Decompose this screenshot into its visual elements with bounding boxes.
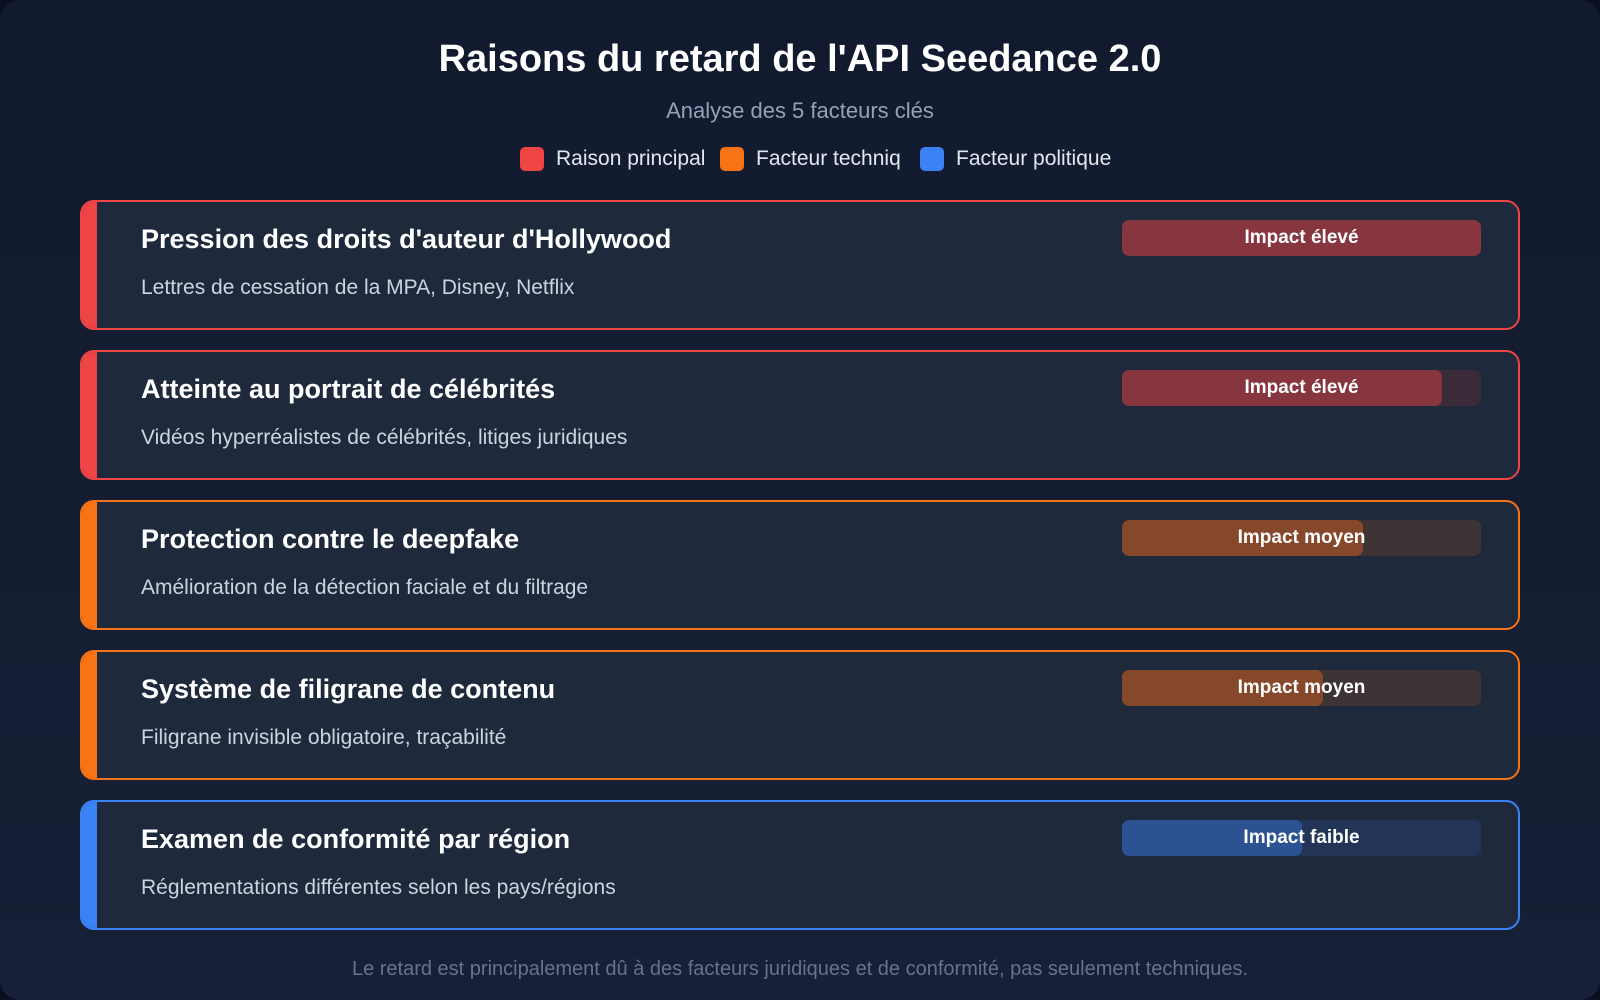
impact-bar-fill (1122, 670, 1324, 706)
impact-bar: Impact moyen (1122, 520, 1481, 556)
category-stripe (82, 202, 97, 328)
page-title: Raisons du retard de l'API Seedance 2.0 (438, 38, 1162, 80)
reason-title: Atteinte au portrait de célébrités (141, 374, 556, 404)
legend-label: Raison principal (556, 147, 706, 170)
reason-description: Réglementations différentes selon les pa… (141, 876, 616, 899)
reason-description: Filigrane invisible obligatoire, traçabi… (141, 726, 507, 749)
reason-title: Système de filigrane de contenu (141, 674, 556, 704)
impact-label: Impact faible (1243, 827, 1360, 848)
reason-card: Atteinte au portrait de célébrités Vidéo… (80, 350, 1520, 480)
reason-card: Protection contre le deepfake Améliorati… (80, 500, 1520, 630)
impact-bar: Impact élevé (1122, 370, 1481, 406)
impact-label: Impact élevé (1244, 377, 1359, 398)
legend-label: Facteur techniq (756, 147, 901, 170)
reason-description: Vidéos hyperréalistes de célébrités, lit… (141, 426, 628, 449)
impact-bar-fill (1122, 520, 1363, 556)
reason-title: Examen de conformité par région (141, 824, 571, 854)
impact-bar-fill (1122, 370, 1442, 406)
reason-description: Lettres de cessation de la MPA, Disney, … (141, 276, 575, 299)
reason-title: Protection contre le deepfake (141, 524, 520, 554)
legend-label: Facteur politique (956, 147, 1112, 170)
category-stripe (82, 352, 97, 478)
footer-note: Le retard est principalement dû à des fa… (351, 958, 1249, 980)
impact-bar: Impact élevé (1122, 220, 1481, 256)
legend-swatch-icon (720, 147, 744, 171)
category-stripe (82, 802, 97, 928)
impact-bar-fill (1122, 220, 1481, 256)
category-stripe (82, 502, 97, 628)
reason-card: Système de filigrane de contenu Filigran… (80, 650, 1520, 780)
legend-item-main-reason: Raison principal (520, 144, 720, 174)
impact-label: Impact moyen (1237, 527, 1366, 548)
impact-bar: Impact faible (1122, 820, 1481, 856)
impact-bar-fill (1122, 820, 1302, 856)
impact-bar: Impact moyen (1122, 670, 1481, 706)
impact-label: Impact moyen (1237, 677, 1366, 698)
reason-title: Pression des droits d'auteur d'Hollywood (141, 224, 672, 254)
category-stripe (82, 652, 97, 778)
reason-card: Pression des droits d'auteur d'Hollywood… (80, 200, 1520, 330)
legend-swatch-icon (920, 147, 944, 171)
legend-item-political: Facteur politique (920, 144, 1180, 174)
reason-description: Amélioration de la détection faciale et … (141, 576, 589, 599)
page-subtitle: Analyse des 5 facteurs clés (666, 98, 934, 123)
legend-item-technical: Facteur techniq (720, 144, 920, 174)
reason-card: Examen de conformité par région Réglemen… (80, 800, 1520, 930)
legend-swatch-icon (520, 147, 544, 171)
impact-label: Impact élevé (1244, 227, 1359, 248)
